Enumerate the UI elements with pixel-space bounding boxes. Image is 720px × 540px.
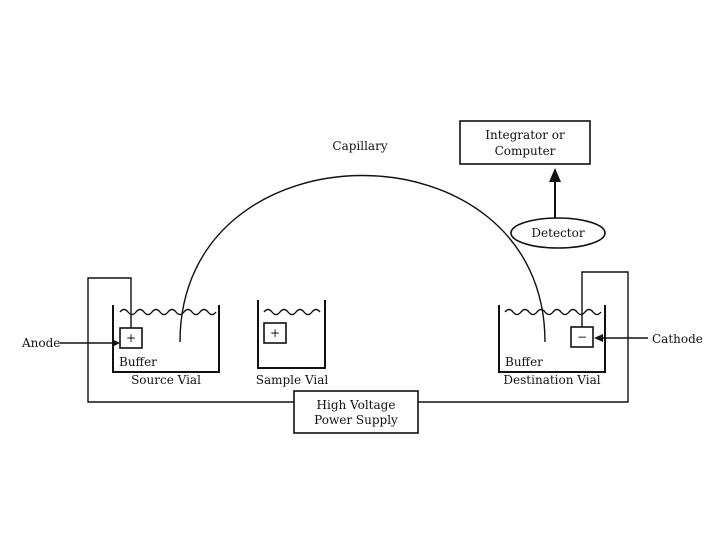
detector-ellipse: [510, 217, 606, 249]
integrator-label-line2: Computer: [495, 144, 556, 158]
arrow-head-up-icon: [549, 168, 561, 182]
integrator-box: [459, 120, 591, 165]
source-vial-label: Source Vial: [131, 373, 201, 387]
anode-label: Anode: [21, 336, 60, 350]
integrator-label-line1: Integrator or: [485, 128, 565, 142]
power-supply-label-line1: High Voltage: [317, 398, 396, 412]
sample-electrode: [263, 322, 287, 344]
source-buffer-surface: [119, 308, 217, 316]
source-vial: [112, 305, 220, 373]
arrow-head-right-icon: [112, 339, 120, 347]
sample-electrode-sign: +: [270, 326, 280, 340]
destination-wire: [418, 271, 629, 403]
detector-label: Detector: [531, 226, 584, 240]
sample-liquid-surface: [263, 308, 321, 316]
destination-vial-label: Destination Vial: [503, 373, 600, 387]
capillary-tube: [179, 174, 546, 343]
sample-vial-label: Sample Vial: [256, 373, 329, 387]
sample-vial: [257, 300, 326, 369]
destination-electrode-sign: −: [577, 330, 587, 344]
source-electrode-sign: +: [126, 331, 136, 345]
power-supply-label-line2: Power Supply: [314, 413, 398, 427]
arrow-head-left-icon: [594, 334, 603, 342]
capillary-label: Capillary: [332, 139, 387, 153]
source-buffer-label: Buffer: [119, 355, 157, 369]
power-supply-box: [293, 390, 419, 434]
destination-buffer-surface: [504, 308, 602, 316]
source-wire: [87, 277, 294, 403]
cathode-label: Cathode: [652, 332, 703, 346]
destination-buffer-label: Buffer: [505, 355, 543, 369]
